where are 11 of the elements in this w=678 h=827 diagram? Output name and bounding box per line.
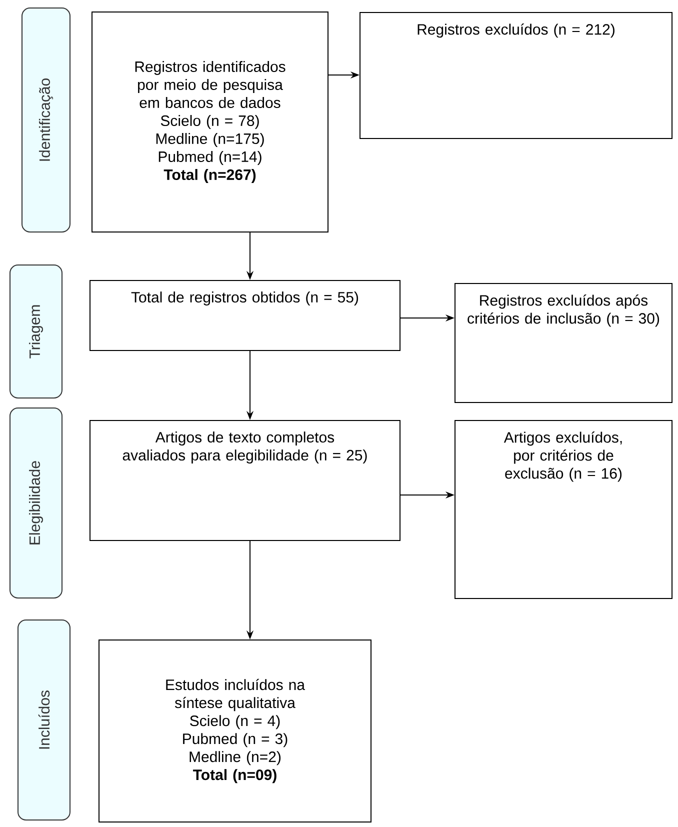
process-box: Registros excluídos após critérios de inclusão (n = 30) (454, 283, 672, 403)
phase-label: Elegibilidade (10, 408, 62, 598)
phase-label: Identificação (22, 8, 70, 232)
process-box: Total de registros obtidos (n = 55) (90, 280, 400, 351)
process-box: Registros identificados por meio de pesquisa em bancos de dados Scielo (n = 78) Medline (n=175) Pubmed (n=14) Total (n=267) (92, 12, 328, 232)
phase-label: Incluídos (18, 620, 70, 820)
process-box: Registros excluídos (n = 212) (360, 12, 672, 139)
process-box: Artigos de texto completos avaliados para elegibilidade (n = 25) (90, 420, 400, 541)
phase-label: Triagem (10, 264, 62, 398)
process-box: Estudos incluídos na síntese qualitativa Scielo (n = 4) Pubmed (n = 3) Medline (n=2) Total (n=09) (98, 640, 372, 822)
process-box: Artigos excluídos, por critérios de exclusão (n = 16) (454, 420, 672, 599)
